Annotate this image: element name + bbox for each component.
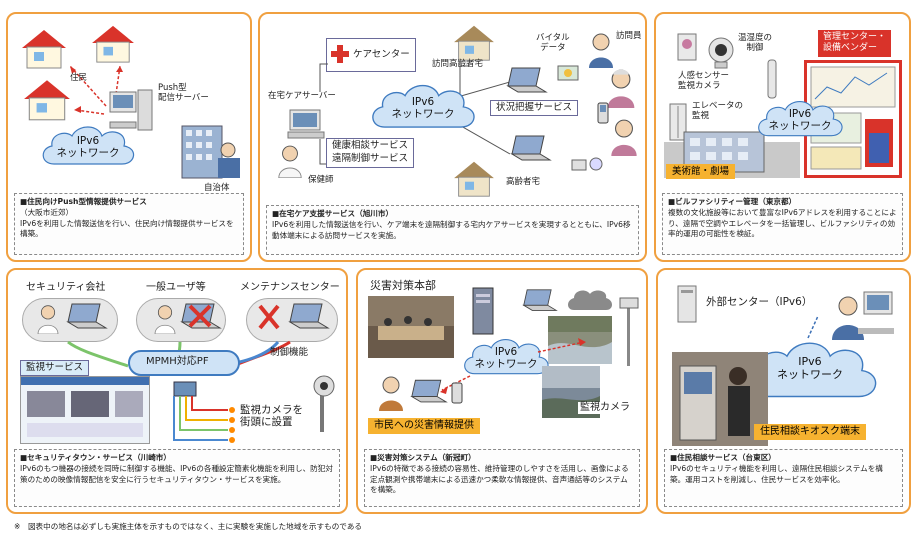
label-sensor-camera: 人感センサー 監視カメラ <box>678 72 729 92</box>
ipv6-cloud: IPv6 ネットワーク <box>364 80 482 136</box>
citizen-info-label: 市民への災害情報提供 <box>368 418 480 434</box>
server-icon <box>286 108 326 142</box>
description-push: ■住民向けPush型情報提供サービス （大阪市近郊） IPv6を利用した情報送信… <box>14 193 244 255</box>
description-security: ■セキュリティタウン・サービス（川崎市） IPv6のもつ機器の接続を同時に制御す… <box>14 449 340 507</box>
label-humidity-control: 温湿度の 制御 <box>738 34 772 54</box>
label-elderly-home: 高齢者宅 <box>506 178 540 188</box>
panel-building-facility: 温湿度の 制御 管理センター・ 設備ベンダー 人感センサー 監視カメラ エレベー… <box>654 12 911 262</box>
label-push-server: Push型 配信サーバー <box>158 84 209 104</box>
monitor-screenshot <box>20 376 150 444</box>
mobile-phone-icon <box>450 382 464 404</box>
title-building: ■ビルファシリティー管理（東京都） <box>668 197 897 208</box>
laptop-icon <box>506 66 548 96</box>
label-home-care-server: 在宅ケアサーバー <box>268 92 336 102</box>
title-care: ■在宅ケア支援サービス（旭川市） <box>272 209 633 220</box>
camera-icon <box>706 36 736 70</box>
location-push: （大阪市近郊） <box>20 208 238 219</box>
label-visitor: 訪問員 <box>616 32 642 42</box>
label-elevator-monitor: エレベータの 監視 <box>692 102 743 122</box>
body-push: IPv6を利用した情報送信を行い、住民向け情報提供サービスを構築。 <box>20 219 238 241</box>
title-consult: ■住民相談サービス（台東区） <box>670 453 897 464</box>
label-residents: 住民 <box>70 74 87 84</box>
laptop-icon <box>410 378 448 406</box>
description-consult: ■住民相談サービス（台東区） IPv6のセキュリティ機能を利用し、遠隔住民相談シ… <box>664 449 903 507</box>
label-street-camera: 監視カメラを 街頭に設置 <box>240 404 303 428</box>
title-disaster: ■災害対策システム（新冠町） <box>370 453 634 464</box>
thermostat-icon <box>766 58 778 100</box>
house-icon <box>452 24 496 62</box>
footnote: ※ 図表中の地名は必ずしも実施主体を示すものではなく、主に実験を実施した地域を示… <box>14 521 362 532</box>
title-security: ■セキュリティタウン・サービス（川崎市） <box>20 453 334 464</box>
label-visited-home: 訪問高齢者宅 <box>432 60 483 70</box>
street-camera-icon <box>306 372 342 434</box>
label-vital-data: バイタル データ <box>536 34 570 54</box>
vital-device-icon <box>556 62 580 82</box>
care-device-icon <box>570 152 606 174</box>
cloud-label: IPv6 ネットワーク <box>36 135 140 159</box>
health-consult-service-label: 健康相談サービス 遠隔制御サービス <box>326 138 414 168</box>
panel-resident-consultation: 外部センター（IPv6） IPv6 ネットワーク 住民相談キオスク端末 ■住民相… <box>656 268 911 514</box>
title-push: ■住民向けPush型情報提供サービス <box>20 197 238 208</box>
monitor-screenshot-graphic <box>21 377 149 443</box>
panel-push-service: 住民 Push型 配信サーバー IPv6 ネットワーク 自治体 ■住民向けPus… <box>6 12 252 262</box>
ipv6-cloud: IPv6 ネットワーク <box>752 96 848 144</box>
body-security: IPv6のもつ機器の接続を同時に制御する機能、IPv6の各種設定簡素化機能を利用… <box>20 464 334 486</box>
government-building-icon <box>178 122 244 184</box>
laptop-icon <box>510 134 552 164</box>
kiosk-label: 住民相談キオスク端末 <box>754 424 866 440</box>
description-disaster: ■災害対策システム（新冠町） IPv6の特徴である接続の容易性、維持管理のしやす… <box>364 449 640 507</box>
description-building: ■ビルファシリティー管理（東京都） 複数の文化施設等において豊富なIPv6アドレ… <box>662 193 903 255</box>
visitor-person-icon <box>586 32 616 68</box>
description-care: ■在宅ケア支援サービス（旭川市） IPv6を利用した情報送信を行い、ケア端末を遠… <box>266 205 639 255</box>
cloud-label: IPv6 ネットワーク <box>364 96 482 120</box>
body-disaster: IPv6の特徴である接続の容易性、維持管理のしやすさを活用し、画像による定点観測… <box>370 464 634 496</box>
nurse-icon <box>276 144 304 178</box>
status-service-label: 状況把握サービス <box>490 100 578 116</box>
cloud-label: IPv6 ネットワーク <box>752 108 848 132</box>
body-consult: IPv6のセキュリティ機能を利用し、遠隔住民相談システムを構築。運用コストを削減… <box>670 464 897 486</box>
body-building: 複数の文化施設等において豊富なIPv6アドレスを利用することにより、遠隔で空調や… <box>668 208 897 240</box>
management-center-label: 管理センター・ 設備ベンダー <box>818 30 891 57</box>
panel-disaster-system: 災害対策本部 IPv6 ネットワーク 市民への災害情報提供 監視カメラ ■災害対… <box>356 268 648 514</box>
label-nurse: 保健師 <box>308 176 334 186</box>
sensor-camera-icon <box>676 32 698 62</box>
panel-home-care: ケアセンター 在宅ケアサーバー IPv6 ネットワーク 訪問高齢者宅 バイタル … <box>258 12 647 262</box>
elderly-person-icon <box>608 118 640 156</box>
citizen-icon <box>376 374 406 412</box>
house-icon <box>448 160 500 198</box>
body-care: IPv6を利用した情報送信を行い、ケア端末を遠隔制御する宅内ケアサービスを実現す… <box>272 220 633 242</box>
label-monitor-camera: 監視カメラ <box>578 402 632 414</box>
ipv6-cloud: IPv6 ネットワーク <box>36 122 140 172</box>
panel-security-town: セキュリティ会社 一般ユーザ等 メンテナンスセンター MPMH対応PF 制御機能… <box>6 268 348 514</box>
museum-theater-label: 美術館・劇場 <box>666 164 735 179</box>
